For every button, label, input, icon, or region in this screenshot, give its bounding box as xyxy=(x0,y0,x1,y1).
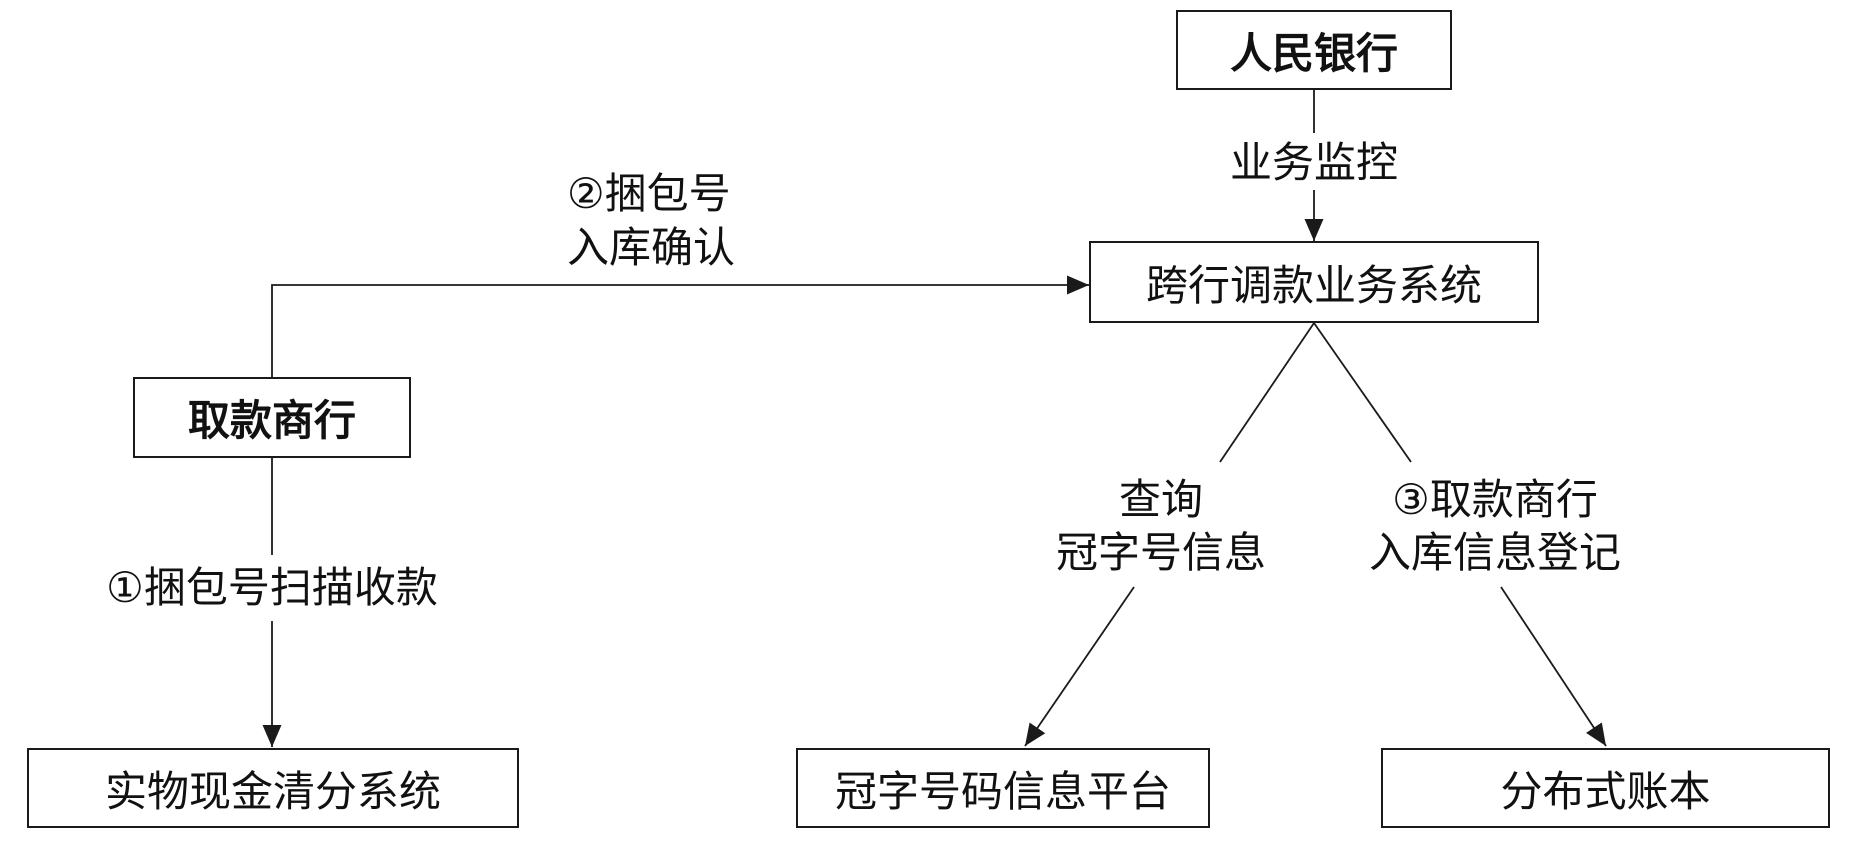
edge-query-upper xyxy=(1219,322,1315,463)
edge-label-line: ③取款商行 xyxy=(1392,475,1598,524)
edge-label-step-3: ③取款商行 入库信息登记 xyxy=(1369,473,1621,579)
edge-label-line: ①捆包号扫描收款 xyxy=(106,563,438,612)
edge-label-line: 冠字号信息 xyxy=(1055,528,1267,577)
edge-step3-upper xyxy=(1313,322,1412,463)
node-label: 分布式账本 xyxy=(1500,766,1711,816)
edge-label-line: 入库确认 xyxy=(567,223,736,272)
edge-label-step-1: ①捆包号扫描收款 xyxy=(106,561,438,615)
node-label: 人民银行 xyxy=(1229,28,1398,78)
edge-label-business-monitoring: 业务监控 xyxy=(1230,136,1398,190)
node-label: 实物现金清分系统 xyxy=(104,766,441,816)
node-peoples-bank: 人民银行 xyxy=(1176,10,1452,90)
edge-label-line: 入库信息登记 xyxy=(1368,528,1622,577)
node-serial-number-platform: 冠字号码信息平台 xyxy=(796,748,1210,828)
edge-label-line: ②捆包号 xyxy=(567,169,731,218)
edge-step3-lower xyxy=(1500,586,1607,747)
edge-label-line: 业务监控 xyxy=(1229,138,1399,187)
edge-label-line: 查询 xyxy=(1118,475,1204,524)
node-label: 跨行调款业务系统 xyxy=(1145,260,1482,310)
node-interbank-transfer-system: 跨行调款业务系统 xyxy=(1089,241,1539,323)
edge-label-query: 查询 冠字号信息 xyxy=(1056,473,1266,579)
node-label: 冠字号码信息平台 xyxy=(834,766,1171,816)
node-distributed-ledger: 分布式账本 xyxy=(1381,748,1830,828)
edge-label-step-2: ②捆包号 入库确认 xyxy=(567,167,735,275)
node-cash-sorting-system: 实物现金清分系统 xyxy=(27,748,519,828)
node-withdrawing-bank: 取款商行 xyxy=(133,377,411,458)
edge-query-lower xyxy=(1024,586,1135,747)
node-label: 取款商行 xyxy=(187,396,356,445)
edge-step2 xyxy=(271,275,1089,377)
